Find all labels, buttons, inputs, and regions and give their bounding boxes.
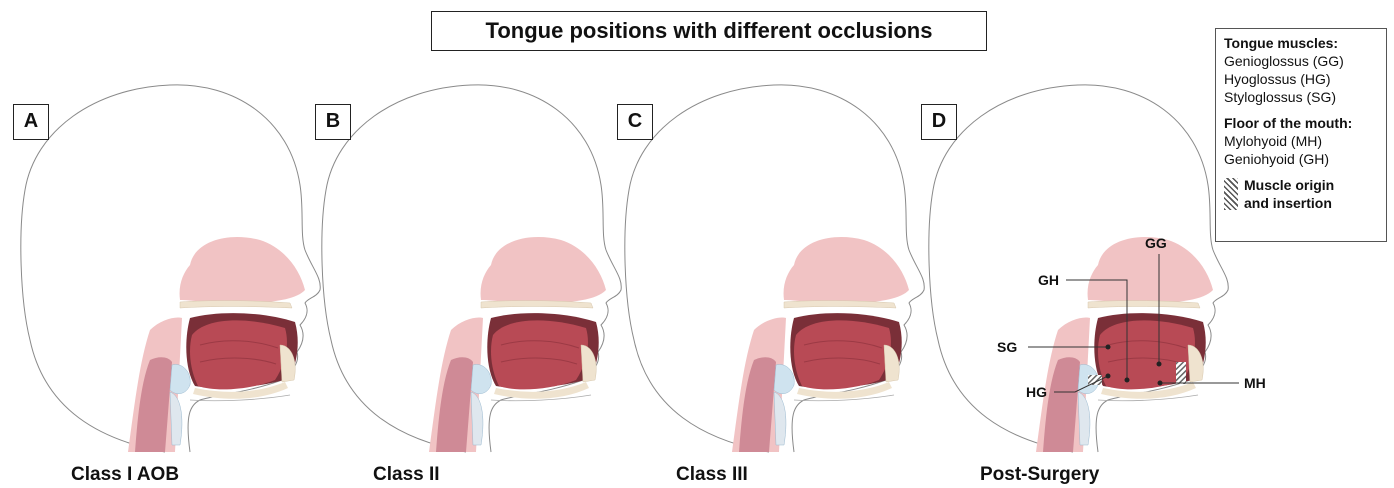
caption-d: Post-Surgery — [980, 464, 1099, 486]
panel-letter-a: A — [13, 104, 49, 140]
panel-letter-b: B — [315, 104, 351, 140]
head-panel-d — [929, 85, 1228, 452]
head-panel-b — [322, 85, 621, 452]
panel-letter-d: D — [921, 104, 957, 140]
caption-c: Class III — [676, 464, 748, 486]
label-gh: GH — [1038, 272, 1059, 288]
label-mh: MH — [1244, 375, 1266, 391]
panel-letter-c: C — [617, 104, 653, 140]
head-panel-a — [21, 85, 320, 452]
caption-b: Class II — [373, 464, 440, 486]
mh-origin-hatch — [1176, 362, 1186, 384]
caption-a: Class I AOB — [71, 464, 179, 486]
label-sg: SG — [997, 339, 1017, 355]
head-panel-c — [625, 85, 924, 452]
label-hg: HG — [1026, 384, 1047, 400]
label-gg: GG — [1145, 235, 1167, 251]
